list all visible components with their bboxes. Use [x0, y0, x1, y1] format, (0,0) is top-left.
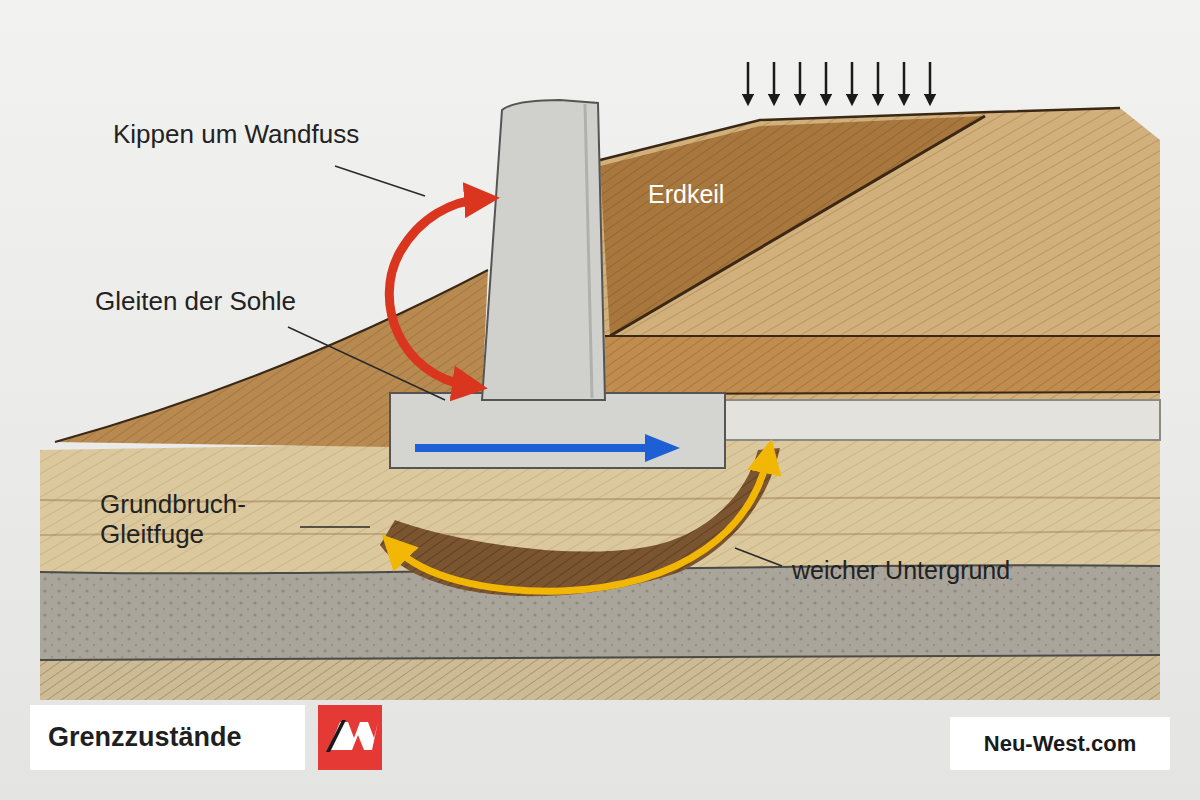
region-label: Erdkeil — [648, 180, 724, 209]
callout-label: Grundbruch- Gleitfuge — [100, 490, 280, 550]
diagram-title: Grenzzustände — [48, 705, 287, 770]
title-panel: Grenzzustände — [30, 705, 305, 770]
watermark-panel: Neu-West.com — [950, 717, 1170, 770]
website-watermark: Neu-West.com — [964, 717, 1156, 770]
callout-label: Kippen um Wandfuss — [113, 120, 359, 150]
callout-label: Gleiten der Sohle — [95, 287, 296, 317]
callout-label: weicher Untergrund — [792, 556, 1010, 585]
